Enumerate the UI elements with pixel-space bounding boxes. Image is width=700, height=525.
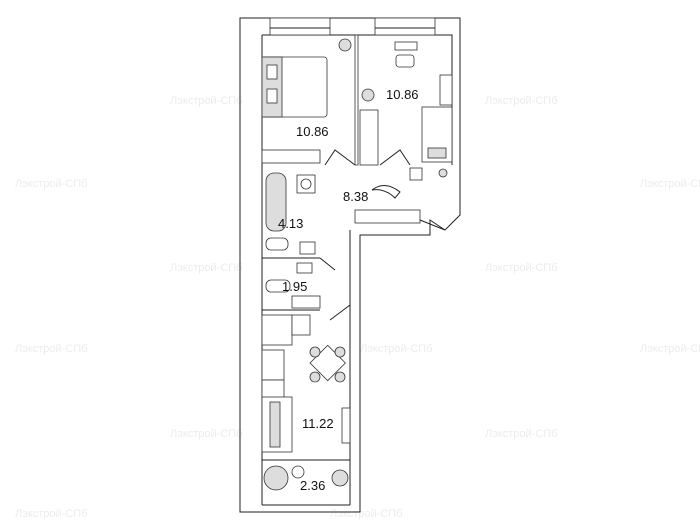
dining-table bbox=[309, 344, 346, 383]
chair bbox=[395, 54, 415, 68]
room-area-bedroom-2: 10.86 bbox=[386, 87, 419, 102]
watermark: Лэкстрой-СПб bbox=[640, 178, 700, 190]
tv-stand bbox=[341, 407, 351, 444]
toilet-fixture bbox=[265, 237, 289, 251]
entrance-arrow-icon bbox=[371, 185, 401, 199]
wardrobe bbox=[354, 209, 421, 224]
armchair bbox=[263, 465, 289, 491]
watermark: Лэкстрой-СПб bbox=[485, 262, 558, 274]
dishwasher bbox=[291, 314, 311, 336]
room-area-bedroom-1: 10.86 bbox=[296, 124, 329, 139]
room-area-kitchen-living: 11.22 bbox=[302, 416, 334, 431]
door bbox=[319, 257, 336, 271]
bed-pillow bbox=[427, 147, 447, 159]
watermark: Лэкстрой-СПб bbox=[640, 343, 700, 355]
sink bbox=[296, 262, 313, 274]
desk bbox=[394, 41, 418, 51]
watermark: Лэкстрой-СПб bbox=[15, 343, 88, 355]
plant-icon bbox=[361, 88, 375, 102]
room-area-hallway: 8.38 bbox=[343, 189, 368, 204]
cabinet bbox=[291, 295, 321, 309]
door bbox=[379, 149, 411, 166]
watermark: Лэкстрой-СПб bbox=[15, 178, 88, 190]
watermark: Лэкстрой-СПб bbox=[170, 262, 243, 274]
plant-icon bbox=[438, 168, 448, 178]
stove bbox=[261, 349, 285, 381]
toilet-fixture bbox=[265, 279, 291, 293]
window bbox=[374, 17, 436, 36]
wardrobe bbox=[261, 149, 321, 164]
bathtub bbox=[265, 172, 287, 232]
plant-icon bbox=[338, 38, 352, 52]
room-area-bathroom: 4.13 bbox=[278, 216, 303, 231]
door bbox=[324, 149, 356, 166]
watermark: Лэкстрой-СПб bbox=[360, 343, 433, 355]
plant-icon bbox=[331, 469, 349, 487]
sink bbox=[299, 241, 316, 255]
washing-machine bbox=[409, 167, 423, 181]
watermark: Лэкстрой-СПб bbox=[170, 95, 243, 107]
kitchen-sink bbox=[261, 314, 293, 346]
partition-wall bbox=[354, 34, 359, 166]
bed bbox=[261, 56, 328, 118]
watermark: Лэкстрой-СПб bbox=[330, 508, 403, 520]
room-area-toilet: 1.95 bbox=[282, 279, 307, 294]
wardrobe bbox=[359, 109, 379, 166]
door bbox=[329, 304, 351, 321]
room-area-balcony: 2.36 bbox=[300, 478, 325, 493]
outer-wall bbox=[239, 17, 461, 513]
watermark: Лэкстрой-СПб bbox=[485, 428, 558, 440]
door bbox=[419, 219, 446, 231]
watermark: Лэкстрой-СПб bbox=[170, 428, 243, 440]
side-table bbox=[291, 465, 305, 479]
cabinet bbox=[439, 74, 453, 106]
sofa bbox=[261, 396, 293, 453]
watermark: Лэкстрой-СПб bbox=[485, 95, 558, 107]
window bbox=[269, 17, 331, 36]
watermark: Лэкстрой-СПб bbox=[15, 508, 88, 520]
